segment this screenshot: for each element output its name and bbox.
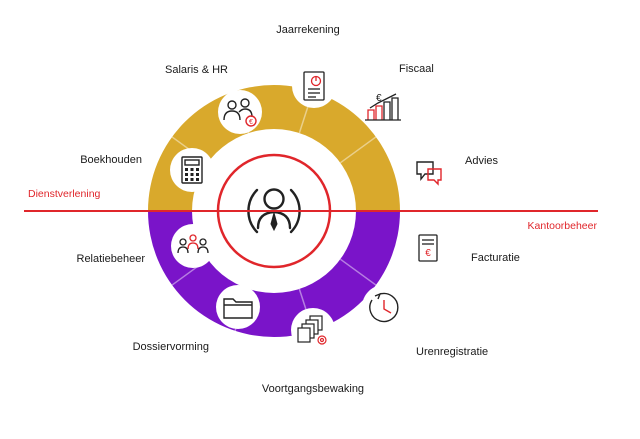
network-people-icon bbox=[177, 234, 209, 254]
segment-boekhouden[interactable]: Boekhouden bbox=[80, 148, 214, 192]
chat-bubbles-icon bbox=[416, 161, 442, 186]
kantoorbeheer-label: Kantoorbeheer bbox=[528, 220, 598, 232]
dossiervorming-icon-circle bbox=[216, 285, 260, 329]
svg-text:€: € bbox=[376, 93, 382, 104]
segment-urenregistratie[interactable]: Urenregistratie bbox=[362, 285, 488, 358]
stacked-docs-gear-icon bbox=[297, 315, 327, 345]
segment-fiscaal[interactable]: € Fiscaal bbox=[362, 63, 434, 129]
fiscaal-label: Fiscaal bbox=[399, 63, 434, 75]
segment-advies[interactable]: Advies bbox=[406, 150, 499, 194]
jaarrekening-icon-circle bbox=[292, 64, 336, 108]
relatiebeheer-icon-circle bbox=[171, 224, 215, 268]
people-euro-icon: € bbox=[223, 98, 257, 127]
segment-divider bbox=[339, 258, 377, 286]
facturatie-icon-circle bbox=[406, 226, 450, 270]
segment-divider bbox=[339, 136, 377, 164]
advies-label: Advies bbox=[465, 155, 499, 167]
invoice-icon: € bbox=[418, 234, 438, 262]
jaarrekening-label: Jaarrekening bbox=[276, 24, 340, 36]
segment-facturatie[interactable]: € Facturatie bbox=[406, 226, 520, 270]
euro-buildings-icon: € bbox=[365, 93, 401, 121]
segment-relatiebeheer[interactable]: Relatiebeheer bbox=[77, 224, 216, 268]
segment-salaris-hr[interactable]: € Salaris & HR bbox=[165, 64, 262, 134]
svg-text:€: € bbox=[249, 119, 253, 126]
urenregistratie-label: Urenregistratie bbox=[416, 346, 488, 358]
segment-voortgangsbewaking[interactable]: Voortgangsbewaking bbox=[262, 308, 364, 395]
report-chart-icon bbox=[303, 71, 325, 101]
facturatie-label: Facturatie bbox=[471, 252, 520, 264]
segment-dossiervorming[interactable]: Dossiervorming bbox=[133, 285, 260, 353]
voortgangsbewaking-label: Voortgangsbewaking bbox=[262, 383, 364, 395]
salaris-hr-label: Salaris & HR bbox=[165, 64, 228, 76]
dienstverlening-label: Dienstverlening bbox=[28, 188, 101, 200]
relatiebeheer-label: Relatiebeheer bbox=[77, 253, 146, 265]
svg-text:€: € bbox=[425, 248, 431, 259]
clock-icon bbox=[369, 292, 399, 323]
boekhouden-label: Boekhouden bbox=[80, 154, 142, 166]
segment-jaarrekening[interactable]: Jaarrekening bbox=[276, 24, 340, 108]
calculator-icon bbox=[181, 156, 203, 184]
folder-icon bbox=[223, 298, 253, 319]
dossiervorming-label: Dossiervorming bbox=[133, 341, 209, 353]
